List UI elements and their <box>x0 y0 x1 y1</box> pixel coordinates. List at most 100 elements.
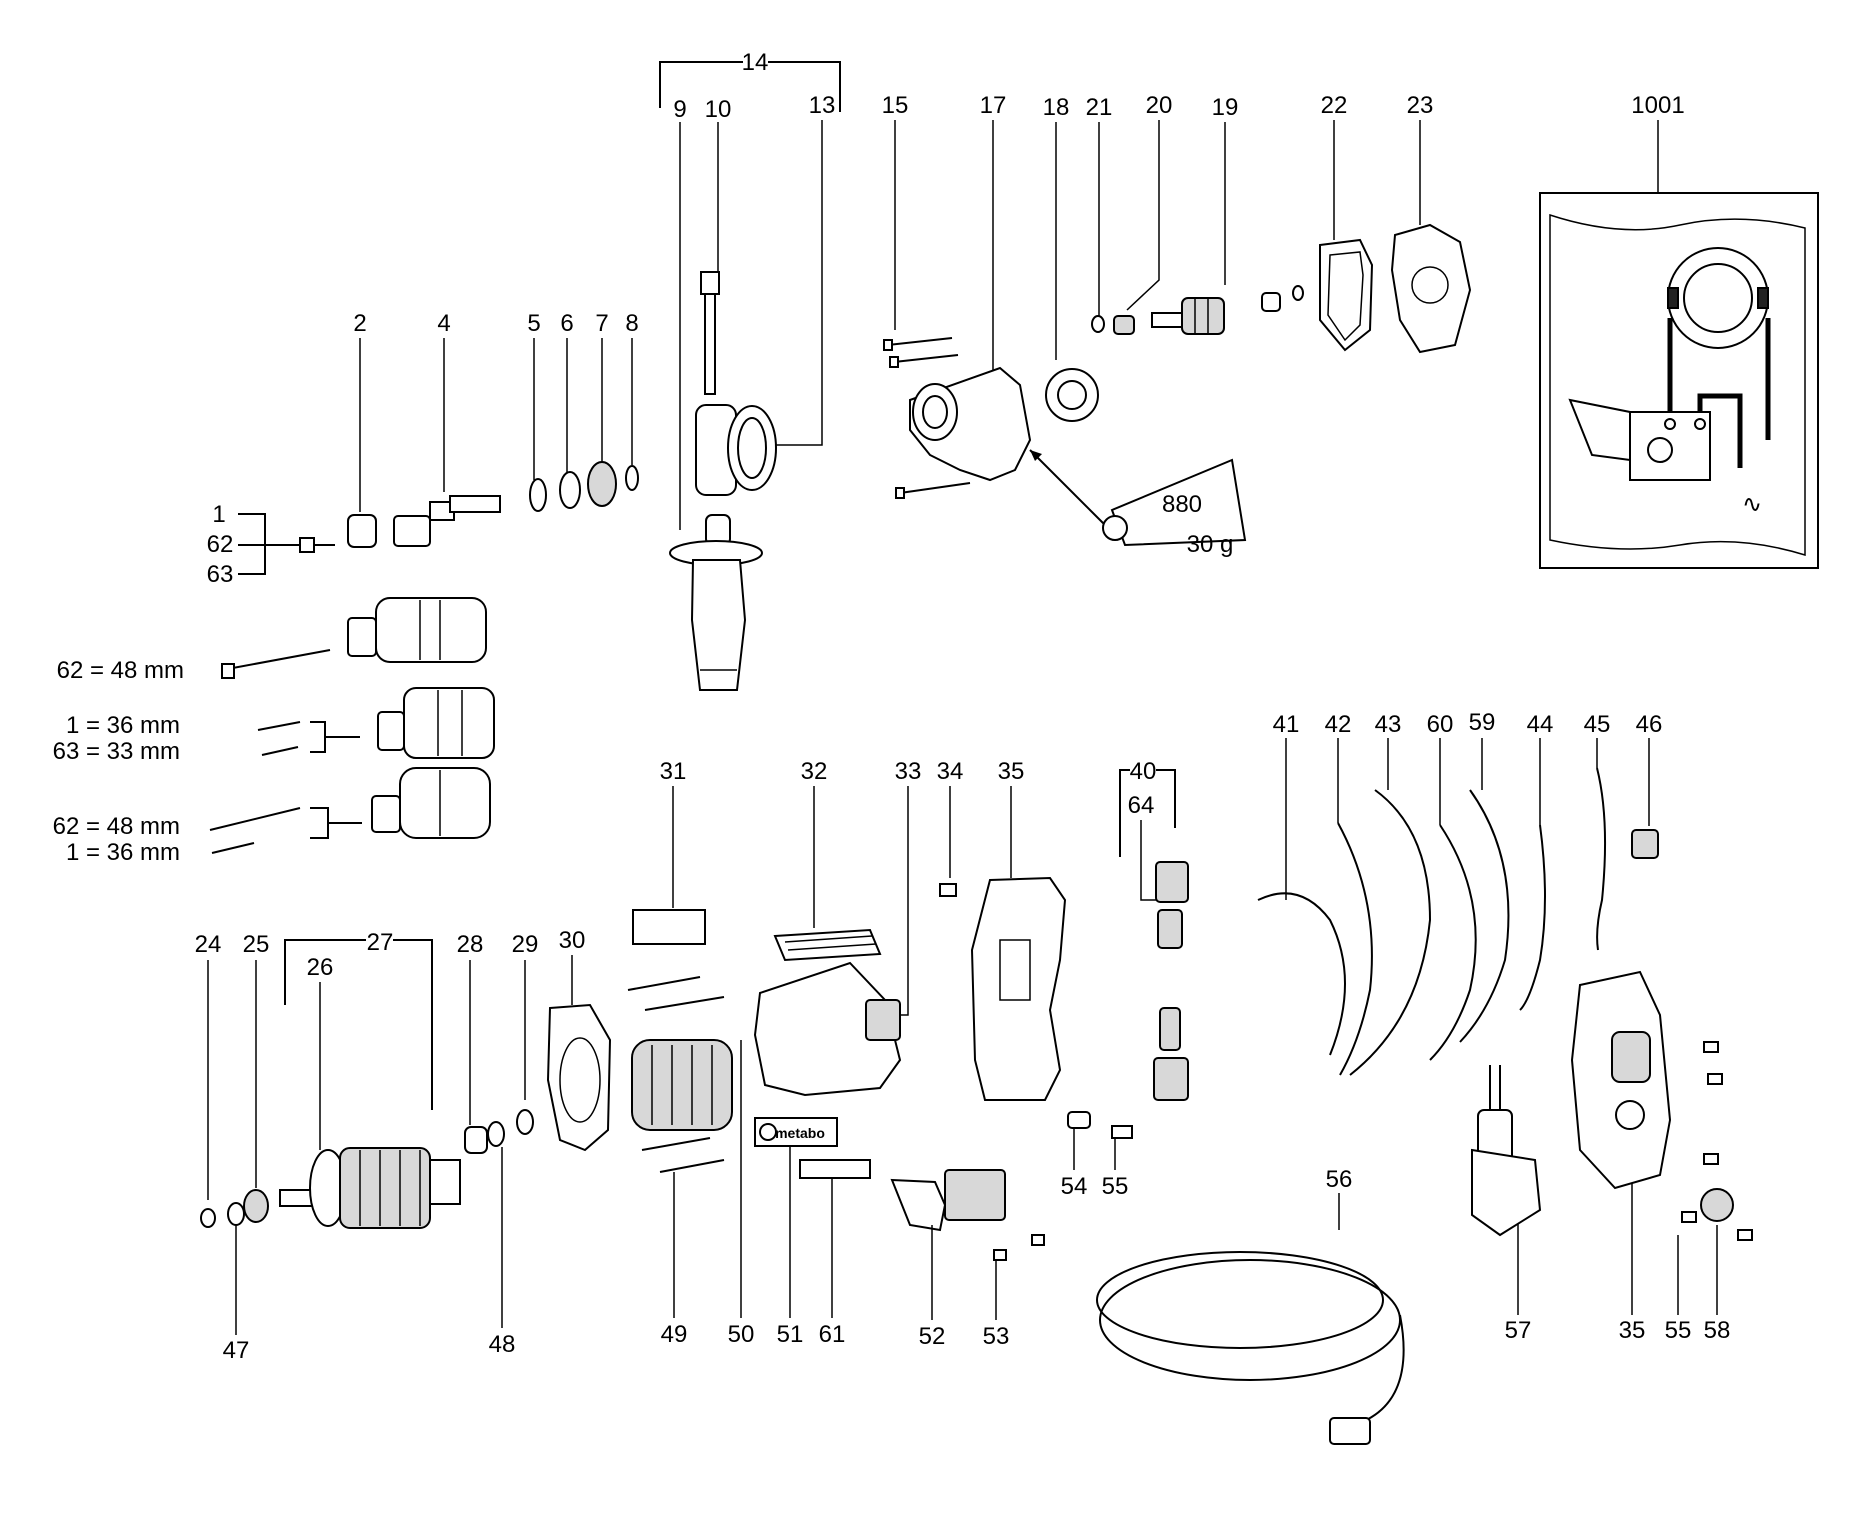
callout-19: 19 <box>1212 94 1239 121</box>
grease-tube: 880 30 g <box>1029 449 1247 558</box>
part-50-field-coil <box>627 976 733 1173</box>
callout-26: 26 <box>307 954 334 981</box>
part-32-label <box>773 928 882 962</box>
callout-22: 22 <box>1321 92 1348 119</box>
callout-55-bottom: 55 <box>1665 1317 1692 1344</box>
chuck-3 <box>371 767 491 839</box>
grease-tube-code: 880 <box>1162 491 1202 518</box>
part-41-wire <box>1257 892 1346 1056</box>
part-42-wire <box>1337 822 1373 1076</box>
callout-63: 63 <box>207 561 234 588</box>
plug-icon <box>1329 1417 1371 1445</box>
callout-57: 57 <box>1505 1317 1532 1344</box>
callout-7: 7 <box>595 310 608 337</box>
callout-43: 43 <box>1375 711 1402 738</box>
part-5-circlip <box>529 478 547 512</box>
chuck-variants <box>209 597 495 854</box>
armature-group <box>200 1003 612 1229</box>
trigger-shape <box>1568 398 1631 462</box>
part-47-ring <box>227 1202 245 1226</box>
part-13-clamp <box>695 404 777 496</box>
part-45-wire <box>1596 767 1607 951</box>
screws-pair <box>257 721 360 756</box>
top-callouts: 14 9 10 13 15 17 18 21 20 19 22 23 1001 … <box>207 49 1685 588</box>
screw-note-5: 1 = 36 mm <box>66 839 180 866</box>
part-43-wire <box>1349 789 1432 1076</box>
bottom-callouts: 47 48 49 50 51 61 52 53 54 55 56 57 35 5… <box>223 1166 1731 1364</box>
callout-33: 33 <box>895 758 922 785</box>
part-54-clip <box>1067 1111 1091 1129</box>
callout-61: 61 <box>819 1321 846 1348</box>
ac-symbol-icon: ∿ <box>1742 491 1762 518</box>
callout-32: 32 <box>801 758 828 785</box>
part-59-wire <box>1459 789 1510 1043</box>
wiring-schematic-1001: ∿ <box>1539 192 1819 569</box>
callout-48: 48 <box>489 1331 516 1358</box>
screw-note-3: 63 = 33 mm <box>53 738 180 765</box>
schematic-frame <box>1539 192 1819 569</box>
callout-44: 44 <box>1527 711 1554 738</box>
part-21-washer <box>1091 315 1105 333</box>
callout-52: 52 <box>919 1323 946 1350</box>
brand-logo: metabo <box>775 1125 825 1141</box>
callout-42: 42 <box>1325 711 1352 738</box>
part-23-gear-cover <box>1390 223 1472 354</box>
grease-tube-weight: 30 g <box>1187 531 1234 558</box>
callout-35-bottom: 35 <box>1619 1317 1646 1344</box>
part-44-wire <box>1519 824 1546 1011</box>
top-leader-lines <box>359 120 1659 530</box>
callout-25: 25 <box>243 931 270 958</box>
callout-4: 4 <box>437 310 450 337</box>
part-10-bolt-head <box>700 271 720 295</box>
part-56-power-cord <box>1096 1251 1405 1445</box>
screw-note-2: 1 = 36 mm <box>66 712 180 739</box>
part-18-gear <box>1045 368 1099 422</box>
callout-49: 49 <box>661 1321 688 1348</box>
callout-2: 2 <box>353 310 366 337</box>
part-53-screw <box>993 1249 1007 1261</box>
callout-20: 20 <box>1146 92 1173 119</box>
part-51-nameplate: metabo <box>754 1117 838 1147</box>
part-2 <box>347 514 377 548</box>
callout-62: 62 <box>207 531 234 558</box>
callout-8: 8 <box>625 310 638 337</box>
screw-53a <box>1031 1234 1045 1246</box>
part-22-gasket <box>1319 238 1374 352</box>
wires-group <box>1257 767 1659 1076</box>
part-10-bolt <box>704 293 716 395</box>
part-30-baffle <box>546 1003 612 1152</box>
bearing-small <box>1261 292 1281 312</box>
part-35-handle-right <box>1570 970 1753 1241</box>
part-60-wire <box>1429 824 1477 1061</box>
callout-21: 21 <box>1086 94 1113 121</box>
gear-housing-assembly <box>883 337 1032 499</box>
callout-1001: 1001 <box>1631 92 1684 119</box>
callout-30: 30 <box>559 927 586 954</box>
callout-13: 13 <box>809 92 836 119</box>
brush-holders <box>1153 861 1189 1101</box>
part-9-handle-grip <box>690 559 747 691</box>
callout-46: 46 <box>1636 711 1663 738</box>
callout-29: 29 <box>512 931 539 958</box>
part-29-ring <box>516 1109 534 1135</box>
chuck-2 <box>377 687 495 759</box>
part-20-bushing <box>1113 315 1135 335</box>
callout-18: 18 <box>1043 94 1070 121</box>
callout-15: 15 <box>882 92 909 119</box>
part-31-label <box>632 909 706 945</box>
callout-1: 1 <box>212 501 225 528</box>
part-58-plug <box>1700 1188 1734 1222</box>
callout-10: 10 <box>705 96 732 123</box>
callout-28: 28 <box>457 931 484 958</box>
part-26-armature <box>279 1147 461 1229</box>
callout-41: 41 <box>1273 711 1300 738</box>
part-7-bearing <box>587 461 617 507</box>
callout-56: 56 <box>1326 1166 1353 1193</box>
part-6-washer <box>559 471 581 509</box>
part-28-bearing <box>464 1126 488 1154</box>
screw-note-1: 62 = 48 mm <box>57 657 184 684</box>
part-46-capacitor <box>1631 829 1659 859</box>
part-15-screws <box>883 337 971 499</box>
part-24-washer <box>200 1208 216 1228</box>
